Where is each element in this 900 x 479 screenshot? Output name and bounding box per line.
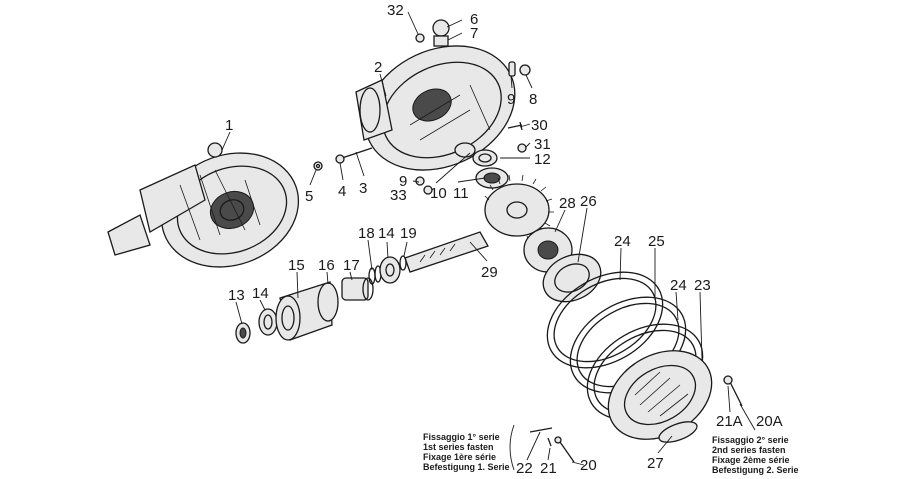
rear-housing-part-1 xyxy=(107,142,300,268)
callout-labels: 1 2 3 4 5 6 7 8 9 9 10 11 12 13 14 14 15… xyxy=(225,2,783,477)
second-series-note-line-3: Fixage 2ème série xyxy=(712,455,790,465)
cover-part-23 xyxy=(607,350,713,443)
callout-19: 19 xyxy=(400,225,417,242)
gear-housing-part-2 xyxy=(355,19,516,171)
callout-28: 28 xyxy=(559,195,576,212)
callout-9-upper: 9 xyxy=(507,91,515,108)
callout-17: 17 xyxy=(343,257,360,274)
second-series-note-line-1: Fissaggio 2° serie xyxy=(712,435,789,445)
callout-16: 16 xyxy=(318,257,335,274)
callout-21: 21 xyxy=(540,460,557,477)
callout-21a: 21A xyxy=(716,413,743,430)
callout-26: 26 xyxy=(580,193,597,210)
callout-15: 15 xyxy=(288,257,305,274)
callout-29: 29 xyxy=(481,264,498,281)
studs-and-nuts xyxy=(313,61,531,195)
second-series-note-line-4: Befestigung 2. Serie xyxy=(712,465,799,475)
callout-27: 27 xyxy=(647,455,664,472)
second-series-note: Fissaggio 2° serie 2nd series fasten Fix… xyxy=(712,435,799,475)
callout-20a: 20A xyxy=(756,413,783,430)
first-series-note: Fissaggio 1° serie 1st series fasten Fix… xyxy=(423,432,510,472)
callout-33: 33 xyxy=(390,187,407,204)
callout-14-left: 14 xyxy=(252,285,269,302)
callout-10: 10 xyxy=(430,185,447,202)
callout-14-right: 14 xyxy=(378,225,395,242)
callout-13: 13 xyxy=(228,287,245,304)
callout-32: 32 xyxy=(387,2,404,19)
first-series-note-line-4: Befestigung 1. Serie xyxy=(423,462,510,472)
callout-12: 12 xyxy=(534,151,551,168)
callout-23: 23 xyxy=(694,277,711,294)
callout-3: 3 xyxy=(359,180,367,197)
second-series-note-line-2: 2nd series fasten xyxy=(712,445,786,455)
callout-9-lower: 9 xyxy=(399,173,407,190)
callout-2: 2 xyxy=(374,59,382,76)
callout-22: 22 xyxy=(516,460,533,477)
first-series-note-line-2: 1st series fasten xyxy=(423,442,494,452)
seals-and-bearings-13-19 xyxy=(235,255,407,344)
bolts-parts-20-22 xyxy=(529,375,743,463)
crown-wheel-parts-26-28 xyxy=(523,227,602,303)
callout-8: 8 xyxy=(529,91,537,108)
callout-1: 1 xyxy=(225,117,233,134)
callout-6: 6 xyxy=(470,11,478,28)
callout-7: 7 xyxy=(470,25,478,42)
callout-25: 25 xyxy=(648,233,665,250)
callout-31: 31 xyxy=(534,136,551,153)
leader-lines xyxy=(221,11,756,471)
callout-5: 5 xyxy=(305,188,313,205)
first-series-note-line-3: Fixage 1ère série xyxy=(423,452,496,462)
callout-24-upper: 24 xyxy=(614,233,631,250)
callout-11: 11 xyxy=(453,185,469,202)
first-series-note-line-1: Fissaggio 1° serie xyxy=(423,432,500,442)
callout-20: 20 xyxy=(580,457,597,474)
callout-4: 4 xyxy=(338,183,346,200)
pinion-gear-part-29 xyxy=(404,174,554,273)
callout-18: 18 xyxy=(358,225,375,242)
callout-24-lower: 24 xyxy=(670,277,687,294)
callout-30: 30 xyxy=(531,117,548,134)
